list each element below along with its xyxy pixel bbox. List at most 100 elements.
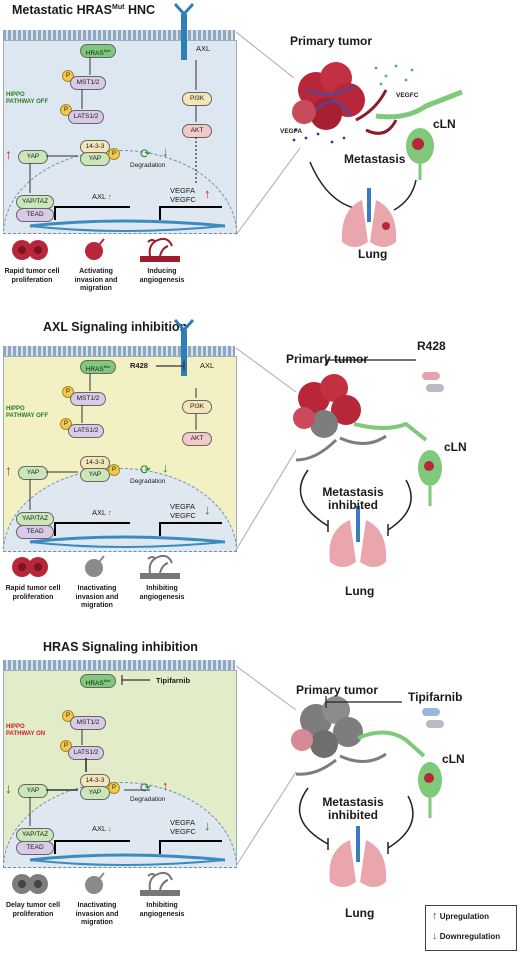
lung-icon xyxy=(341,188,397,247)
hras-protein: HRASMut xyxy=(80,360,116,374)
lung-icon xyxy=(329,826,387,887)
title-end: HNC xyxy=(124,3,156,17)
drug-capsule-icon xyxy=(422,372,444,392)
caption-angiogenesis: Inhibiting angiogenesis xyxy=(139,585,185,601)
primary-tumor-icon xyxy=(293,374,387,462)
caption-invasion: Activating invasion and migration xyxy=(74,268,118,292)
caption-proliferation: Rapid tumor cell proliferation xyxy=(4,268,60,284)
blood-vessel-icon xyxy=(140,237,180,262)
pathway-arrows xyxy=(29,675,226,866)
yap-bound-protein: YAP xyxy=(80,468,110,482)
down-arrow-icon: ↓ xyxy=(162,460,169,475)
tumor-cell-icon xyxy=(12,557,48,577)
vegfc-label: VEGFC xyxy=(396,92,419,99)
lats-protein: LATS1/2 xyxy=(68,110,104,124)
tipifarnib-inline-label: Tipifarnib xyxy=(156,676,191,685)
tead-protein: TEAD xyxy=(16,525,54,539)
lymph-vessel-icon xyxy=(353,421,428,442)
degradation-icon: ⟳ xyxy=(140,146,151,161)
up-arrow-icon: ↑ xyxy=(162,778,169,793)
legend: ↑ Upregulation ↓ Downregulation xyxy=(425,905,517,951)
caption-proliferation: Rapid tumor cell proliferation xyxy=(5,585,61,601)
caption-invasion: Inactivating invasion and migration xyxy=(75,902,119,926)
degradation-label: Degradation xyxy=(130,796,166,803)
up-arrow-icon: ↑ xyxy=(5,462,12,478)
cln-label: cLN xyxy=(442,752,465,766)
title-sup: Mut xyxy=(112,3,125,11)
yap-protein: YAP xyxy=(18,466,48,480)
cell-membrane xyxy=(3,660,235,670)
lung-label: Lung xyxy=(358,247,388,261)
hras-sup: Mut xyxy=(103,48,111,53)
hippo-pathway-label: HIPPO PATHWAY OFF xyxy=(6,406,49,419)
pi3k-protein: PI3K xyxy=(182,400,212,414)
pathway-arrows xyxy=(29,57,226,232)
phospho-icon: P xyxy=(108,148,120,160)
down-arrow-icon: ↓ xyxy=(204,818,211,833)
lung-icon xyxy=(329,506,387,567)
axl-receptor-icon xyxy=(173,318,195,376)
cln-label: cLN xyxy=(433,117,456,131)
hippo-pathway-label: HIPPO PATHWAY ON xyxy=(6,724,46,737)
caption-angiogenesis: Inhibiting angiogenesis xyxy=(139,902,185,918)
degradation-icon: ⟳ xyxy=(140,780,151,795)
lung-label: Lung xyxy=(345,906,375,920)
drug-label: Tipifarnib xyxy=(408,690,463,704)
yap-protein: YAP xyxy=(18,784,48,798)
primary-tumor-icon xyxy=(291,696,387,776)
axl-gene-label: AXL xyxy=(92,192,106,201)
primary-tumor-icon xyxy=(292,62,398,135)
akt-protein: AKT xyxy=(182,124,212,138)
vegfa-gene-label: VEGFA xyxy=(170,502,196,511)
pathway-arrows xyxy=(29,361,226,548)
vegfc-gene-label: VEGFC xyxy=(170,827,196,836)
vegfa-label: VEGFA xyxy=(280,128,303,135)
metastasis-label: Metastasis inhibited xyxy=(322,795,384,822)
tumor-cell-icon xyxy=(12,240,48,260)
drug-label: R428 xyxy=(417,339,446,353)
up-arrow-icon: ↑ xyxy=(204,186,211,201)
primary-tumor-label: Primary tumor xyxy=(296,683,379,697)
lymph-vessel-icon xyxy=(357,730,426,758)
lung-label: Lung xyxy=(345,584,375,598)
tead-protein: TEAD xyxy=(16,841,54,855)
cell-membrane xyxy=(3,30,235,40)
migrating-cell-icon xyxy=(85,872,105,894)
lymph-vessel-icon xyxy=(375,89,463,120)
degradation-icon: ⟳ xyxy=(140,462,151,477)
metastasis-label: Metastasis inhibited xyxy=(322,485,384,512)
axl-receptor-label: AXL xyxy=(196,44,211,53)
cell-membrane xyxy=(3,346,235,356)
vegfc-gene-label: VEGFC xyxy=(170,511,196,520)
yap-bound-protein: YAP xyxy=(80,152,110,166)
panel-1-title: Metastatic HRASMut HNC xyxy=(12,3,155,17)
hras-protein: HRASMut xyxy=(80,674,116,688)
hras-label: HRAS xyxy=(85,366,104,374)
axl-receptor-icon xyxy=(173,2,195,60)
panel-3-title: HRAS Signaling inhibition xyxy=(43,640,198,654)
hras-label: HRAS xyxy=(85,680,104,688)
degradation-label: Degradation xyxy=(130,478,166,485)
yap-protein: YAP xyxy=(18,150,48,164)
mst-protein: MST1/2 xyxy=(70,716,106,730)
blood-vessel-icon xyxy=(140,554,180,579)
metastasis-illustration xyxy=(236,665,444,887)
migrating-cell-icon xyxy=(85,555,105,577)
phospho-icon: P xyxy=(108,782,120,794)
lats-protein: LATS1/2 xyxy=(68,424,104,438)
panel-2-title: AXL Signaling inhibition xyxy=(43,320,188,334)
axl-gene-label: AXL xyxy=(92,508,106,517)
degradation-label: Degradation xyxy=(130,162,166,169)
tumor-cell-icon xyxy=(12,874,48,894)
cln-label: cLN xyxy=(444,440,467,454)
hras-label: HRAS xyxy=(85,50,104,58)
drug-capsule-icon xyxy=(422,708,444,728)
pi3k-protein: PI3K xyxy=(182,92,212,106)
caption-proliferation: Delay tumor cell proliferation xyxy=(5,902,61,918)
hras-protein: HRASMut xyxy=(80,44,116,58)
mst-protein: MST1/2 xyxy=(70,392,106,406)
legend-up: ↑ Upregulation xyxy=(432,910,489,922)
up-arrow-icon: ↑ xyxy=(108,192,112,201)
